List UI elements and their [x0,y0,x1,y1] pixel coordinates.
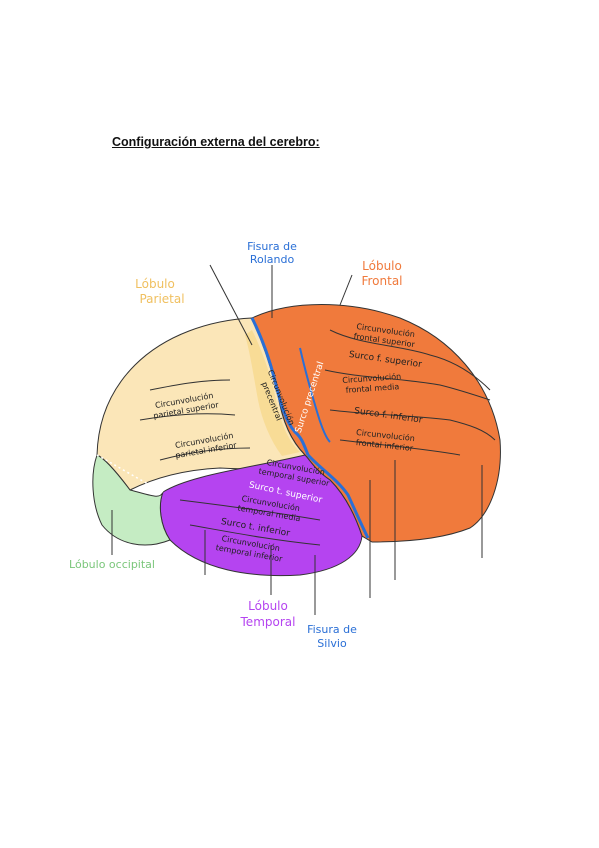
precentral-sulcus-line [299,347,331,443]
lobulo-parietal-label-2: Parietal [139,292,184,306]
silvio-fissure-line [306,453,370,539]
rolando-fissure-line [250,317,310,456]
lobulo-temporal-label-1: Lóbulo [248,599,288,613]
circ-frontal-media-label-2: frontal media [345,382,399,395]
lobulo-frontal-label-1: Lóbulo [362,259,402,273]
lobulo-frontal-label-2: Frontal [361,274,402,288]
fisura-silvio-label-2: Silvio [317,637,347,650]
precentral-gyrus [245,330,300,456]
leader-lines [111,264,483,615]
occipital-boundary [96,454,164,493]
fisura-rolando-label-2: Rolando [250,253,295,266]
lobulo-parietal-label-1: Lóbulo [135,277,175,291]
fisura-rolando-label-1: Fisura de [247,240,297,253]
temporal-lobe [159,454,363,577]
circ-frontal-media-label-1: Circunvolución [342,371,402,385]
lobulo-temporal-label-2: Temporal [240,615,296,629]
lobulo-occipital-label: Lóbulo occipital [69,558,155,571]
page-title: Configuración externa del cerebro: [112,135,320,149]
fisura-silvio-label-1: Fisura de [307,623,357,636]
sulci-lines [139,329,496,546]
